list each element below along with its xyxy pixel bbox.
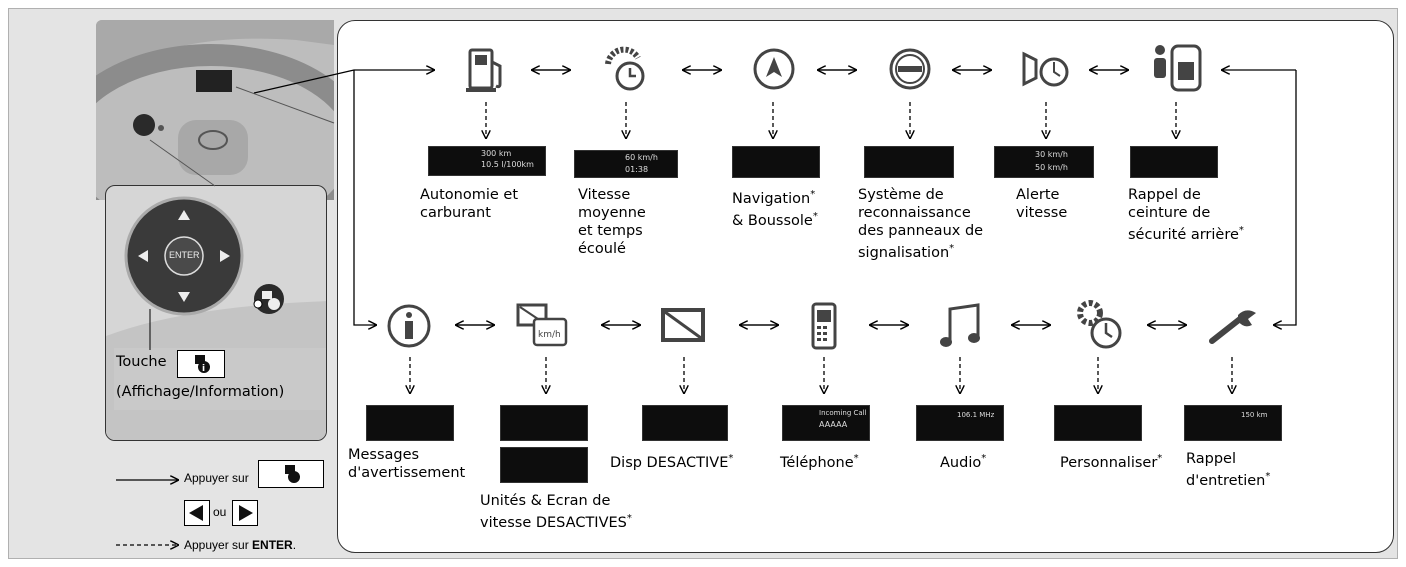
rear-seatbelt-reminder-icon bbox=[1154, 44, 1202, 92]
navigation-screen bbox=[732, 146, 820, 178]
label-messages: Messages d'avertissement bbox=[348, 447, 466, 481]
wrench-icon bbox=[1209, 310, 1256, 344]
legend-display-info-key-icon bbox=[258, 460, 324, 488]
label-rappel-entretien: Rappel d'entretien* bbox=[1186, 451, 1271, 489]
phone-icon bbox=[811, 302, 837, 350]
fuel-pump-icon bbox=[466, 48, 502, 92]
speed-alert-screen: 30 km/h 50 km/h bbox=[994, 146, 1094, 178]
seatbelt-screen bbox=[1130, 146, 1218, 178]
speed-alert-icon bbox=[1022, 51, 1069, 87]
legend-press-enter-text: Appuyer sur ENTER. bbox=[184, 538, 296, 552]
enter-button-label: ENTER bbox=[169, 250, 200, 260]
legend-left-arrow-key-icon bbox=[184, 500, 210, 526]
screen-text: 10.5 l/100km bbox=[481, 160, 534, 169]
display-info-button-caption: Touche i (Affichage/Information) bbox=[114, 348, 326, 410]
label-personnaliser: Personnaliser* bbox=[1060, 453, 1163, 471]
display-off-screen bbox=[642, 405, 728, 441]
range-fuel-screen: 300 km 10.5 l/100km bbox=[428, 146, 546, 176]
legend-right-arrow-key-icon bbox=[232, 500, 258, 526]
label-systeme-panneaux: Système de reconnaissance des panneaux d… bbox=[858, 187, 984, 261]
screen-text: 50 km/h bbox=[1035, 163, 1068, 172]
label-audio: Audio* bbox=[940, 453, 987, 471]
touche-caption: (Affichage/Information) bbox=[116, 384, 285, 400]
info-icon bbox=[387, 304, 431, 348]
units-speed-display-icon: km/h bbox=[516, 303, 568, 347]
legend-enter-suffix: . bbox=[292, 538, 297, 552]
screen-text: 30 km/h bbox=[1035, 150, 1068, 159]
phone-screen: Incoming Call AAAAA bbox=[782, 405, 870, 441]
label-telephone: Téléphone* bbox=[780, 453, 859, 471]
svg-text:i: i bbox=[202, 364, 205, 374]
customize-screen bbox=[1054, 405, 1142, 441]
screen-text: AAAAA bbox=[819, 420, 848, 429]
steering-wheel-photo bbox=[96, 20, 334, 200]
legend-or-text: ou bbox=[213, 505, 227, 519]
label-rappel-ceinture: Rappel de ceinture de sécurité arrière* bbox=[1128, 187, 1244, 243]
display-info-key-icon: i bbox=[177, 350, 225, 378]
traffic-sign-screen bbox=[864, 146, 954, 178]
traffic-sign-recognition-icon bbox=[889, 48, 931, 90]
label-unites: Unités & Ecran de vitesse DESACTIVES* bbox=[480, 493, 632, 531]
speed-display-off-screen bbox=[500, 447, 588, 483]
screen-text: 01:38 bbox=[625, 165, 649, 174]
average-speed-timer-icon bbox=[605, 46, 645, 91]
legend-press-enter-prefix: Appuyer sur bbox=[184, 538, 249, 552]
label-alerte-vitesse: Alerte vitesse bbox=[1016, 187, 1068, 221]
music-note-icon bbox=[940, 303, 980, 347]
customize-settings-icon bbox=[1077, 300, 1122, 349]
audio-screen: 106.1 MHz bbox=[916, 405, 1004, 441]
label-navigation: Navigation* & Boussole* bbox=[732, 189, 818, 229]
touche-label: Touche bbox=[116, 354, 167, 370]
svg-text:km/h: km/h bbox=[538, 330, 561, 340]
label-disp-desactive: Disp DESACTIVE* bbox=[610, 453, 734, 471]
legend-enter-key: ENTER bbox=[252, 538, 293, 552]
screen-text: 60 km/h bbox=[625, 153, 658, 162]
screen-text: 300 km bbox=[481, 149, 512, 158]
navigation-compass-icon bbox=[753, 48, 795, 90]
display-off-icon bbox=[661, 308, 705, 342]
legend-press-text: Appuyer sur bbox=[184, 471, 249, 485]
warning-messages-screen bbox=[366, 405, 454, 441]
avg-speed-screen: 60 km/h 01:38 bbox=[574, 150, 678, 178]
maintenance-screen: 150 km bbox=[1184, 405, 1282, 441]
screen-text: 150 km bbox=[1241, 411, 1268, 419]
units-screen bbox=[500, 405, 588, 441]
label-vitesse-moyenne: Vitesse moyenne et temps écoulé bbox=[578, 187, 646, 257]
screen-text: Incoming Call bbox=[819, 409, 867, 417]
label-autonomie: Autonomie et carburant bbox=[420, 187, 519, 221]
screen-text: 106.1 MHz bbox=[957, 411, 995, 419]
